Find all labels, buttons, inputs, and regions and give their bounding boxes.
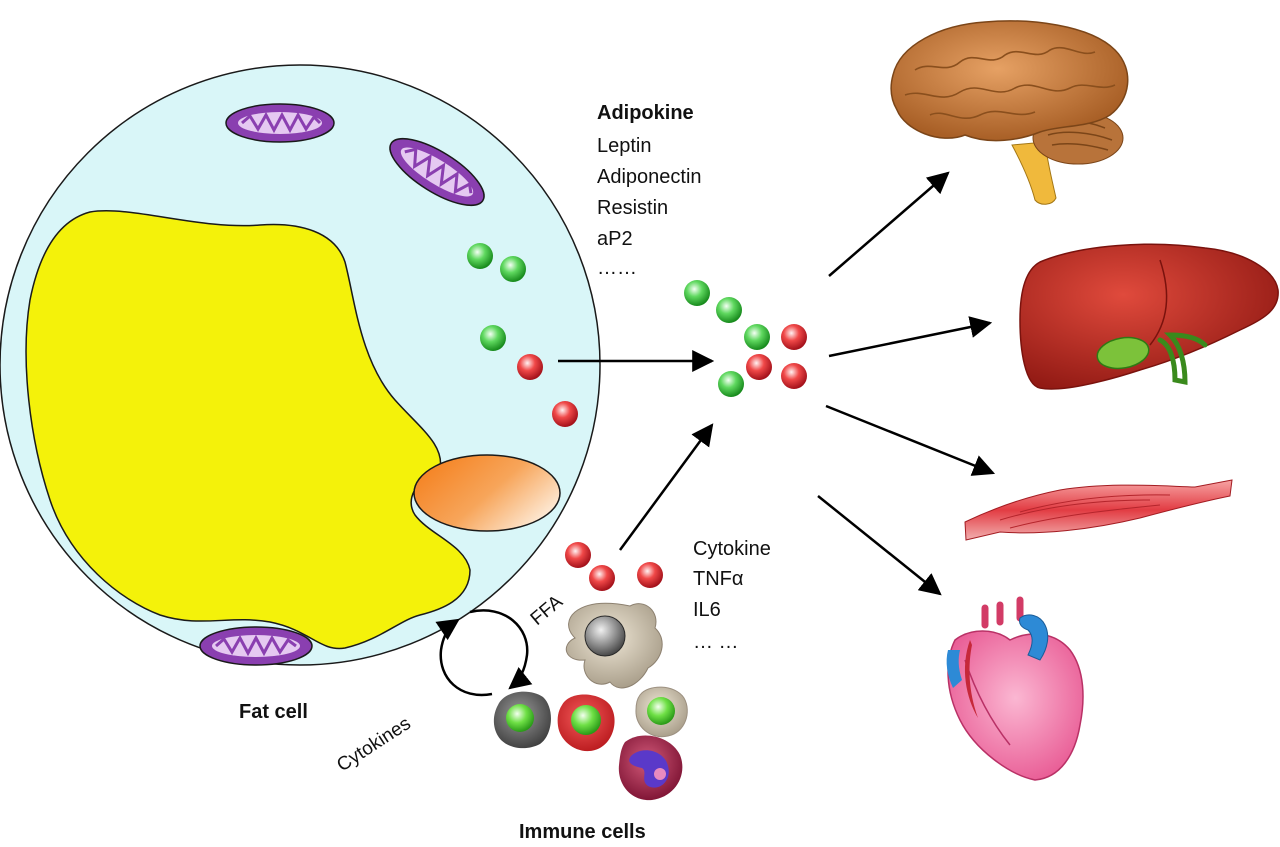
arrow-immune-to-circulation <box>618 423 714 551</box>
cytokine-particle <box>552 401 578 427</box>
loop-arrow-cytokines <box>435 618 493 697</box>
immune-cells <box>493 602 688 801</box>
adipokine-item: aP2 <box>597 228 633 250</box>
macrophage-icon <box>565 602 663 689</box>
nucleus <box>413 454 561 532</box>
adipokine-item: …… <box>597 257 637 279</box>
cytokine-item: IL6 <box>693 599 721 621</box>
arrow-to-heart <box>817 495 942 596</box>
adipokine-particle <box>684 280 710 306</box>
cytokine-item: TNFα <box>693 568 743 590</box>
brain-icon <box>890 20 1129 205</box>
purple-immune-cell-icon <box>618 735 683 801</box>
gray-immune-cell-icon <box>493 691 551 749</box>
cytokine-particle <box>589 565 615 591</box>
immune-cells-label: Immune cells <box>519 821 646 843</box>
arrow-to-muscle <box>825 404 996 476</box>
loop-arrow-ffa <box>469 609 533 690</box>
lipid-droplet <box>25 210 471 650</box>
mitochondrion-bottom <box>199 626 313 666</box>
liver-icon <box>1019 243 1279 390</box>
adipokine-heading: Adipokine <box>597 102 694 124</box>
arrow-to-brain <box>828 171 950 277</box>
cytokine-particle <box>746 354 772 380</box>
cytokines-loop-label: Cytokines <box>333 713 414 776</box>
adipokine-item: Leptin <box>597 135 652 157</box>
adipokine-item: Resistin <box>597 197 668 219</box>
exchange-loop <box>435 609 533 697</box>
mitochondrion-top <box>225 103 335 143</box>
red-immune-cell-icon <box>557 694 615 752</box>
ffa-label: FFA <box>527 591 567 630</box>
arrow-to-liver <box>828 316 993 358</box>
heart-icon <box>946 596 1084 781</box>
adipokine-particle <box>744 324 770 350</box>
mitochondrion-upper-right <box>389 137 485 207</box>
adipokine-list: Adipokine Leptin Adiponectin Resistin aP… <box>597 102 702 279</box>
adipokine-particle <box>716 297 742 323</box>
circulating-particles <box>684 280 807 397</box>
arrows <box>558 171 996 596</box>
cytokine-particle <box>565 542 591 568</box>
cytokine-particle <box>637 562 663 588</box>
fat-cell-label: Fat cell <box>239 701 308 723</box>
cytokine-particle <box>517 354 543 380</box>
fat-cell <box>0 64 601 666</box>
adipokine-particle <box>500 256 526 282</box>
cytokine-particle <box>781 324 807 350</box>
adipokine-particle <box>467 243 493 269</box>
adipokine-item: Adiponectin <box>597 166 702 188</box>
adipokine-particle <box>718 371 744 397</box>
adipokine-particle <box>480 325 506 351</box>
muscle-icon <box>964 479 1233 541</box>
cytokine-list: Cytokine TNFα IL6 … … <box>565 538 771 653</box>
cytokine-heading: Cytokine <box>693 538 771 560</box>
tan-immune-cell-icon <box>635 686 688 738</box>
cytokine-item: … … <box>693 631 739 653</box>
cytokine-particle <box>781 363 807 389</box>
